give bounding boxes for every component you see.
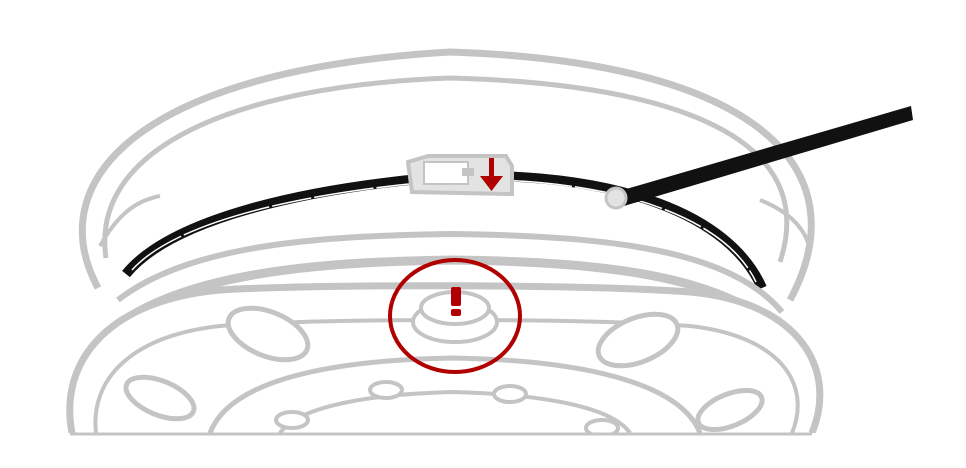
arrow-down-icon xyxy=(480,158,503,191)
wheel-window xyxy=(595,311,681,369)
lug-hole xyxy=(368,380,404,400)
wheel-window xyxy=(695,387,765,433)
hub-ring xyxy=(207,355,703,433)
bead-tool xyxy=(604,106,913,210)
rim-well-upper xyxy=(116,230,785,314)
wheel-window xyxy=(225,305,311,363)
lug-hole xyxy=(492,384,528,404)
rim-lip xyxy=(98,194,161,247)
hub-ring-inner xyxy=(278,389,632,433)
rim-lip-right xyxy=(759,198,812,251)
rim-inner-flange xyxy=(102,75,790,263)
lug-hole xyxy=(584,418,620,433)
highlight-circle xyxy=(388,258,522,374)
wheel-rim xyxy=(66,48,824,433)
exclamation-icon xyxy=(451,287,461,316)
wheel-window xyxy=(123,374,197,422)
tpms-sensor xyxy=(405,154,514,197)
lug-hole xyxy=(274,410,310,430)
